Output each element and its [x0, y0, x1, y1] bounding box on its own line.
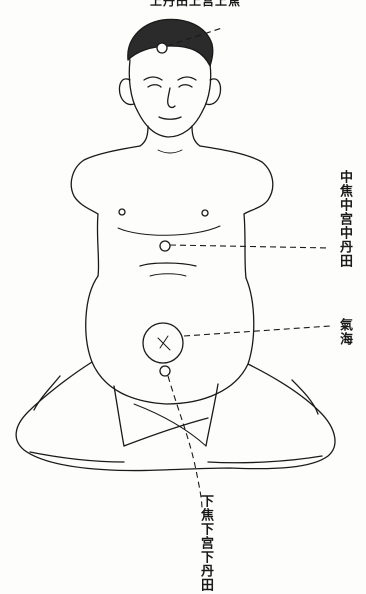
label-upper-dantian: 上丹田上宫上焦: [150, 0, 241, 9]
lower-dantian-marker: [160, 366, 170, 376]
right-ear: [206, 79, 221, 105]
label-lower-dantian: 下焦下宫下丹田: [198, 494, 213, 592]
right-shoulder: [200, 146, 273, 214]
left-ear: [119, 79, 134, 105]
hair: [128, 19, 213, 66]
middle-dantian-marker: [160, 241, 170, 251]
leader-lower: [168, 376, 202, 510]
upper-dantian-marker: [157, 43, 167, 53]
head-outline: [129, 60, 210, 137]
leader-qihai: [184, 326, 330, 336]
label-qihai: 氣海: [337, 318, 352, 346]
left-shoulder: [71, 146, 140, 214]
leader-middle: [170, 245, 330, 248]
label-middle-dantian: 中焦中宫中丹田: [337, 170, 352, 268]
